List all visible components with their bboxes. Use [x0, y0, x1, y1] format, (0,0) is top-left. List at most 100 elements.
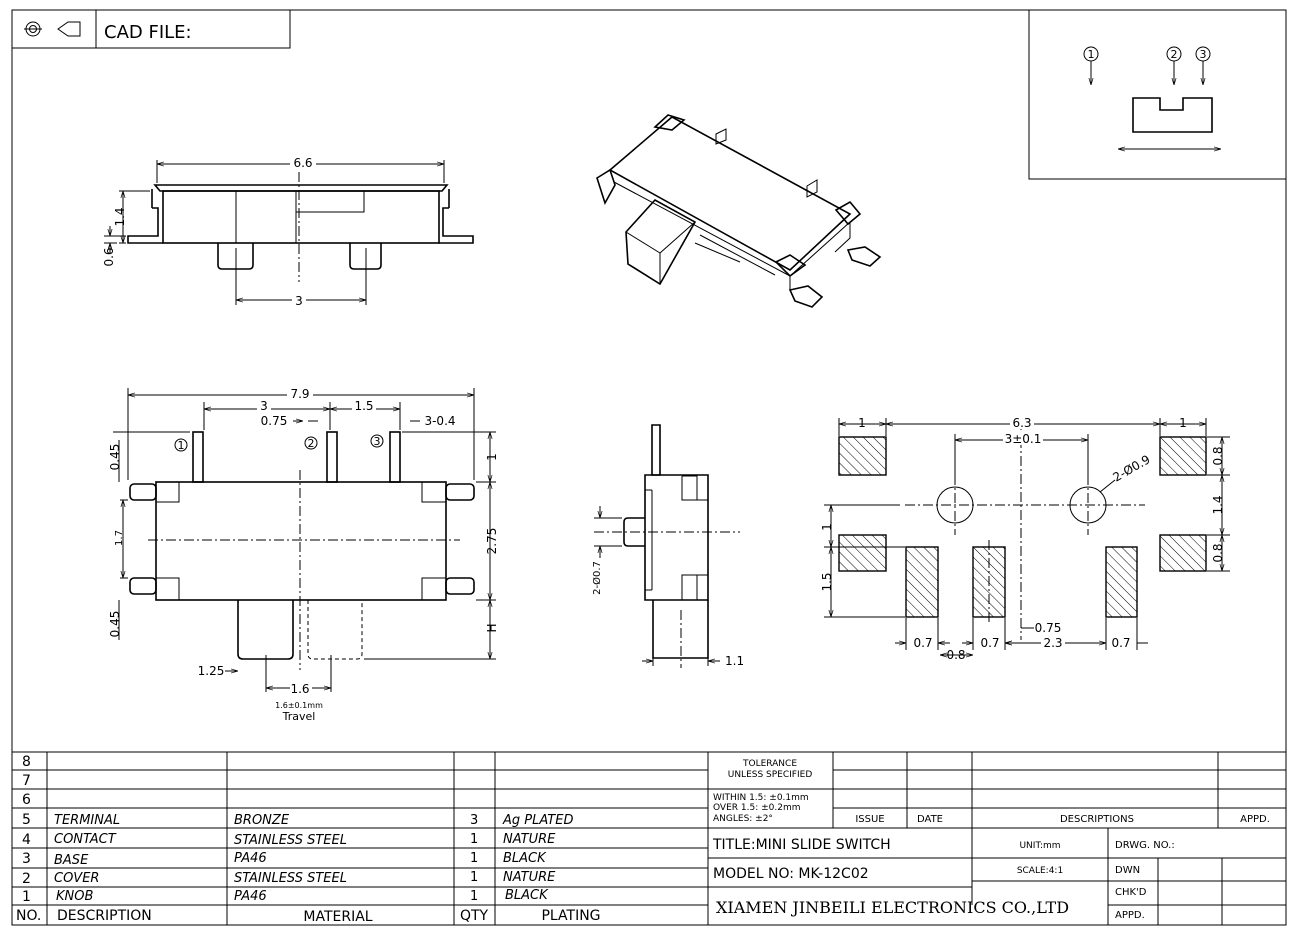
schematic-pin-3: 3	[1200, 48, 1207, 61]
isometric-view	[596, 114, 882, 308]
top-dim-045-top: 0.45	[108, 444, 122, 471]
appd-header: APPD.	[1240, 814, 1270, 825]
svg-text:COVER: COVER	[54, 871, 99, 886]
company-name: XIAMEN JINBEILI ELECTRONICS CO.,LTD	[716, 898, 1069, 917]
pcb-dim-15: 1.5	[820, 572, 834, 591]
tolerance-line-1: TOLERANCE	[742, 759, 797, 769]
bom-row: 5 TERMINAL BRONZE 3 Ag PLATED	[22, 812, 573, 828]
svg-text:5: 5	[22, 812, 31, 828]
schematic-view: 1 2 3	[1028, 9, 1287, 180]
top-dim-075: 0.75	[261, 414, 288, 428]
travel-value: 1.6±0.1mm	[275, 701, 323, 710]
drwg-no-label: DRWG. NO.:	[1115, 840, 1175, 851]
svg-text:PA46: PA46	[234, 851, 267, 866]
svg-text:7: 7	[22, 773, 31, 789]
pcb-dim-63: 6.3	[1012, 416, 1031, 430]
top-pin-1: 1	[178, 439, 185, 452]
top-dim-length: 7.9	[290, 387, 309, 401]
pcb-dim-23: 2.3	[1043, 636, 1062, 650]
pcb-dim-07-d: 0.7	[1111, 636, 1130, 650]
top-pin-3: 3	[374, 435, 381, 448]
top-dim-15: 1.5	[354, 399, 373, 413]
svg-text:TERMINAL: TERMINAL	[54, 813, 120, 828]
svg-text:3: 3	[22, 851, 31, 867]
pcb-dim-3-01: 3±0.1	[1005, 432, 1042, 446]
end-view: 2-Ø0.7 1.1	[591, 424, 744, 668]
cad-file-label: CAD FILE:	[104, 22, 192, 43]
pcb-dim-08-top: 0.8	[1211, 446, 1225, 465]
side-dim-pin: 0.6	[102, 247, 116, 266]
drawing-title: TITLE:MINI SLIDE SWITCH	[712, 837, 891, 853]
side-view: 6.6 3 1.4 0.6	[102, 156, 474, 308]
pcb-dim-hole: 2-Ø0.9	[1111, 452, 1153, 484]
end-dim-hole: 2-Ø0.7	[591, 561, 603, 595]
top-dim-275: 2.75	[485, 528, 499, 555]
top-dim-h: H	[485, 623, 499, 632]
schematic-pin-2: 2	[1171, 48, 1178, 61]
pcb-dim-07-c: 0.7	[980, 636, 999, 650]
tolerance-line-2: UNLESS SPECIFIED	[728, 770, 813, 780]
travel-label: Travel	[282, 710, 316, 723]
svg-text:KNOB: KNOB	[56, 889, 93, 904]
pcb-dim-1-left: 1	[858, 416, 866, 430]
svg-text:NATURE: NATURE	[503, 870, 556, 885]
top-pin-2: 2	[308, 437, 315, 450]
svg-text:4: 4	[22, 832, 31, 848]
bom-table: 8 7 6 5 TERMINAL BRONZE 3 Ag PLATED 4 CO…	[12, 751, 1286, 925]
side-dim-length: 6.6	[293, 156, 312, 170]
side-dim-height: 1.4	[113, 207, 127, 226]
pcb-layout-view: 1 6.3 1 3±0.1 2-Ø0.9 0.8 1.4 0.8 1 1.5	[820, 416, 1230, 662]
top-dim-17: 1.7	[114, 530, 125, 546]
top-dim-1: 1	[485, 453, 499, 461]
svg-text:Ag PLATED: Ag PLATED	[502, 813, 573, 828]
date-header: DATE	[917, 814, 943, 825]
svg-text:DESCRIPTION: DESCRIPTION	[57, 908, 152, 924]
svg-text:NO.: NO.	[16, 908, 41, 924]
pcb-dim-08-bottom: 0.8	[1211, 543, 1225, 562]
side-dim-pitch: 3	[295, 294, 303, 308]
pcb-dim-07-a: 0.7	[913, 636, 932, 650]
issue-header: ISSUE	[855, 814, 884, 825]
svg-text:MATERIAL: MATERIAL	[303, 909, 372, 925]
bom-row: 4 CONTACT STAINLESS STEEL 1 NATURE	[22, 832, 556, 848]
pcb-dim-14: 1.4	[1211, 495, 1225, 514]
scale-label: SCALE:4:1	[1017, 866, 1063, 876]
top-dim-125: 1.25	[198, 664, 225, 678]
top-dim-16: 1.6	[290, 682, 309, 696]
descriptions-header: DESCRIPTIONS	[1060, 814, 1134, 825]
svg-text:NATURE: NATURE	[503, 832, 556, 847]
bom-row: 1 KNOB PA46 1 BLACK	[22, 888, 549, 905]
svg-text:1: 1	[22, 889, 31, 905]
svg-text:3: 3	[470, 813, 478, 828]
top-view: 7.9 3 1.5 0.75 3-0.4 1 2 3	[108, 387, 499, 723]
unit-label: UNIT:mm	[1019, 841, 1060, 851]
tolerance-angles: ANGLES: ±2°	[713, 814, 773, 824]
svg-text:1: 1	[470, 889, 478, 904]
svg-text:BASE: BASE	[54, 853, 89, 868]
svg-text:6: 6	[22, 792, 31, 808]
svg-text:8: 8	[22, 754, 31, 770]
tolerance-within: WITHIN 1.5: ±0.1mm	[713, 793, 809, 803]
chkd-label: CHK'D	[1115, 887, 1147, 898]
bom-row: 7	[22, 773, 31, 789]
tolerance-over: OVER 1.5: ±0.2mm	[713, 803, 800, 813]
pcb-dim-1-right: 1	[1179, 416, 1187, 430]
svg-text:BLACK: BLACK	[503, 851, 547, 866]
svg-text:2: 2	[22, 871, 31, 887]
pcb-dim-08-b: 0.8	[946, 648, 965, 662]
bom-row: 6	[22, 792, 31, 808]
schematic-pin-1: 1	[1088, 48, 1095, 61]
svg-text:STAINLESS STEEL: STAINLESS STEEL	[234, 871, 347, 886]
svg-text:PLATING: PLATING	[541, 908, 600, 924]
title-block: TOLERANCE UNLESS SPECIFIED WITHIN 1.5: ±…	[708, 752, 1286, 925]
model-number: MODEL NO: MK-12C02	[713, 866, 869, 882]
slide-symbol	[1132, 97, 1213, 133]
top-dim-045-bottom: 0.45	[108, 611, 122, 638]
svg-text:BLACK: BLACK	[505, 888, 549, 903]
bom-row: 2 COVER STAINLESS STEEL 1 NATURE	[22, 870, 556, 887]
pcb-dim-1-vert: 1	[820, 523, 834, 531]
dwn-label: DWN	[1115, 865, 1140, 876]
bom-row: 8	[22, 754, 31, 770]
svg-text:PA46: PA46	[234, 889, 267, 904]
